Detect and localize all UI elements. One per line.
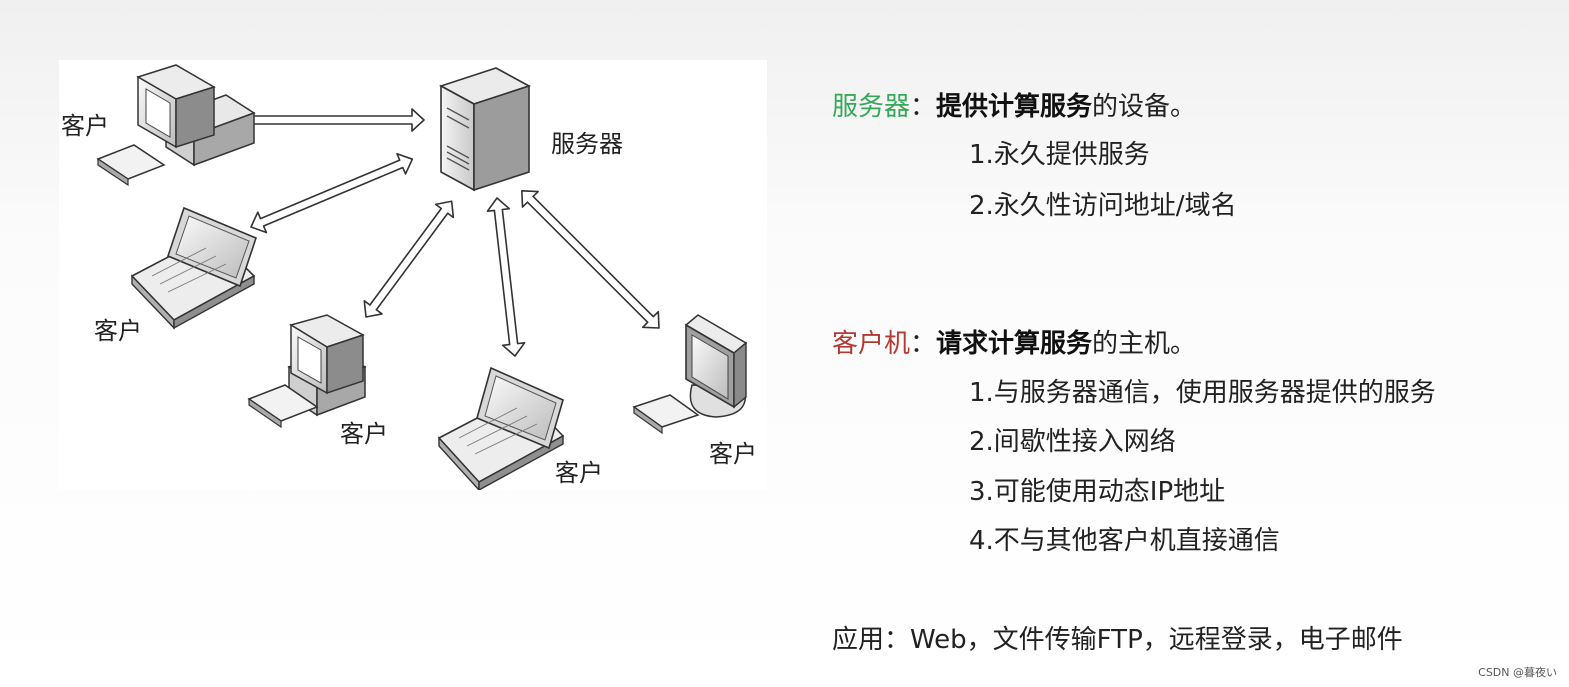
monitor-icon-right [632, 314, 748, 435]
client-label: 客户 [709, 440, 757, 468]
arrow-server-client5 [521, 190, 660, 329]
server-item-1: 1.永久提供服务 [969, 140, 1150, 170]
arrow-server-client2 [250, 152, 414, 234]
server-term: 服务器 [832, 92, 911, 122]
server-definition-bold: 提供计算服务 [936, 92, 1093, 122]
arrow-server-client4 [486, 197, 526, 357]
client-definition-rest: 的主机。 [1092, 329, 1197, 359]
client-label: 客户 [94, 317, 142, 345]
arrow-server-client1 [235, 108, 425, 132]
client-label: 客户 [340, 420, 388, 448]
diagram-canvas [96, 64, 748, 490]
client-item-3: 3.可能使用动态IP地址 [969, 477, 1226, 507]
server-icon [438, 67, 532, 192]
watermark: CSDN @暮夜い [1478, 666, 1557, 679]
client-definition: 客户机：请求计算服务的主机。 [832, 323, 1196, 360]
client-term: 客户机 [832, 329, 911, 359]
laptop-icon-bottom [437, 366, 565, 490]
client-definition-bold: 请求计算服务 [936, 329, 1093, 359]
client-label: 客户 [61, 112, 109, 140]
client-item-2: 2.间歇性接入网络 [969, 427, 1176, 457]
server-colon: ： [910, 92, 937, 122]
server-definition-rest: 的设备。 [1092, 92, 1197, 122]
server-item-2: 2.永久性访问地址/域名 [969, 191, 1237, 221]
desktop-icon-middle [247, 314, 367, 429]
server-definition: 服务器：提供计算服务的设备。 [832, 86, 1196, 123]
client-item-4: 4.不与其他客户机直接通信 [969, 526, 1280, 556]
client-item-1: 1.与服务器通信，使用服务器提供的服务 [969, 378, 1436, 408]
client-server-diagram: 服务器 客户 客户 客户 客户 客户 [59, 60, 767, 490]
client-colon: ： [910, 329, 937, 359]
desktop-icon-top-left [96, 64, 256, 187]
server-label: 服务器 [551, 130, 623, 158]
application-line: 应用：Web，文件传输FTP，远程登录，电子邮件 [832, 625, 1403, 655]
laptop-icon-left [130, 206, 257, 330]
arrow-server-client3 [363, 200, 455, 318]
client-label: 客户 [555, 459, 603, 487]
